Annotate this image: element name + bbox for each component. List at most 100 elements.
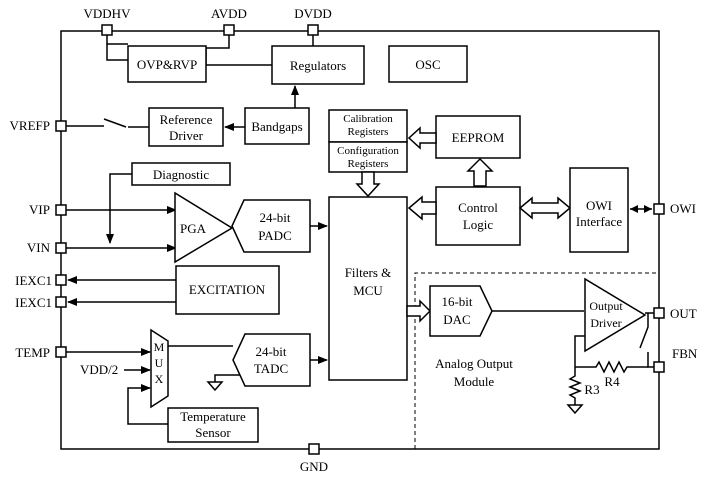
analog-output-module-line2: Module	[454, 374, 495, 389]
owi-arrow-left	[630, 205, 638, 213]
owi-interface-block: OWI Interface	[569, 167, 629, 253]
mux-u: U	[155, 356, 164, 370]
mux-block: M U X	[150, 328, 169, 409]
pin-gnd-label: GND	[300, 459, 328, 474]
configuration-registers-line2: Registers	[348, 158, 389, 170]
dac-block: 16-bit DAC	[429, 285, 493, 337]
pin-iexc1-b-label: IEXC1	[15, 295, 52, 310]
pin-temp: TEMP	[15, 345, 67, 360]
vddhv-wire-2	[106, 44, 128, 61]
osc-label: OSC	[415, 57, 440, 72]
tadc-line2: TADC	[254, 361, 288, 376]
pga-label: PGA	[180, 221, 207, 236]
filters-mcu-line1: Filters &	[345, 265, 392, 280]
excitation-block: EXCITATION	[175, 265, 280, 315]
temperature-sensor-block: Temperature Sensor	[167, 407, 259, 443]
pin-vip: VIP	[29, 202, 67, 217]
output-driver-amplifier: Output Driver	[584, 277, 647, 353]
padc-line1: 24-bit	[259, 210, 290, 225]
r3-resistor	[567, 367, 583, 405]
ovp-rvp-label: OVP&RVP	[137, 57, 197, 72]
filters-mcu-line2: MCU	[353, 283, 383, 298]
pin-vrefp: VREFP	[10, 118, 67, 133]
pga-amplifier: PGA	[174, 191, 234, 264]
mux-m: M	[154, 340, 165, 354]
tadc-block: 24-bit TADC	[232, 333, 311, 387]
pin-fbn: FBN	[653, 346, 698, 373]
pin-owi-label: OWI	[670, 201, 696, 216]
control-owi-double-arrow	[518, 196, 572, 220]
r3-label: R3	[584, 382, 599, 397]
fbn-wire	[647, 352, 654, 368]
bandgaps-label: Bandgaps	[251, 119, 302, 134]
padc-line2: PADC	[258, 228, 291, 243]
pin-out-label: OUT	[670, 306, 697, 321]
pin-iexc1-a: IEXC1	[15, 273, 67, 288]
registers-to-mcu-arrow	[355, 171, 381, 198]
pin-out: OUT	[653, 306, 697, 321]
r4-resistor	[575, 360, 648, 374]
padc-block: 24-bit PADC	[231, 199, 311, 253]
calibration-registers-line2: Registers	[348, 126, 389, 138]
reference-driver-line1: Reference	[160, 112, 213, 127]
temperature-sensor-line1: Temperature	[180, 409, 246, 424]
pin-vrefp-label: VREFP	[10, 118, 50, 133]
analog-output-module-line1: Analog Output	[435, 356, 513, 371]
eeprom-block: EEPROM	[435, 115, 521, 159]
pin-iexc1-b: IEXC1	[15, 295, 67, 310]
r3-ground-symbol	[566, 404, 584, 415]
output-driver-line2: Driver	[590, 316, 621, 330]
eeprom-to-registers-arrow	[407, 126, 437, 150]
pin-gnd: GND	[300, 443, 328, 474]
control-to-eeprom-arrow	[466, 157, 494, 187]
configuration-registers-line1: Configuration	[337, 145, 399, 157]
control-to-mcu-arrow	[407, 195, 437, 221]
pin-owi: OWI	[653, 201, 696, 216]
reference-driver-block: Reference Driver	[148, 107, 224, 147]
pin-dvdd-label: DVDD	[294, 6, 332, 21]
dac-line2: DAC	[443, 312, 470, 327]
configuration-registers-block: Configuration Registers	[328, 141, 408, 173]
reference-driver-line2: Driver	[169, 128, 204, 143]
owi-interface-line2: Interface	[576, 214, 622, 229]
excitation-label: EXCITATION	[189, 282, 266, 297]
driver-feedback-wire	[574, 335, 585, 367]
control-logic-block: Control Logic	[435, 186, 521, 246]
tadc-line1: 24-bit	[255, 344, 286, 359]
dac-line1: 16-bit	[441, 294, 472, 309]
control-logic-line1: Control	[458, 200, 498, 215]
ovp-rvp-block: OVP&RVP	[127, 45, 207, 83]
diagnostic-wire	[106, 173, 132, 244]
pin-iexc1-a-label: IEXC1	[15, 273, 52, 288]
output-driver-line1: Output	[589, 299, 623, 313]
pin-fbn-label: FBN	[672, 346, 698, 361]
calibration-registers-block: Calibration Registers	[328, 109, 408, 143]
pin-avdd: AVDD	[211, 6, 247, 36]
pin-temp-label: TEMP	[15, 345, 50, 360]
tempsensor-to-mux-wire	[127, 384, 168, 425]
mcu-to-dac-arrow	[406, 299, 432, 323]
owi-interface-line1: OWI	[586, 198, 612, 213]
chip-outline	[60, 30, 660, 450]
out-fbn-switch	[639, 313, 649, 349]
tadc-ground-symbol	[206, 374, 240, 392]
r4-label: R4	[604, 374, 620, 389]
osc-block: OSC	[388, 45, 468, 83]
bandgaps-block: Bandgaps	[244, 107, 310, 145]
pin-vin: VIN	[27, 240, 67, 255]
diagnostic-block: Diagnostic	[131, 162, 231, 186]
pin-vddhv-label: VDDHV	[84, 6, 132, 21]
mux-x: X	[155, 372, 164, 386]
analog-output-module-boundary	[414, 272, 659, 449]
regulators-label: Regulators	[290, 58, 346, 73]
pin-avdd-label: AVDD	[211, 6, 247, 21]
vrefp-switch	[103, 118, 127, 128]
eeprom-label: EEPROM	[452, 130, 505, 145]
avdd-wire	[205, 35, 230, 65]
pin-vin-label: VIN	[27, 240, 51, 255]
diagnostic-label: Diagnostic	[153, 167, 210, 182]
pin-vip-label: VIP	[29, 202, 50, 217]
owi-arrow-right	[644, 205, 652, 213]
filters-mcu-block: Filters & MCU	[328, 196, 408, 381]
